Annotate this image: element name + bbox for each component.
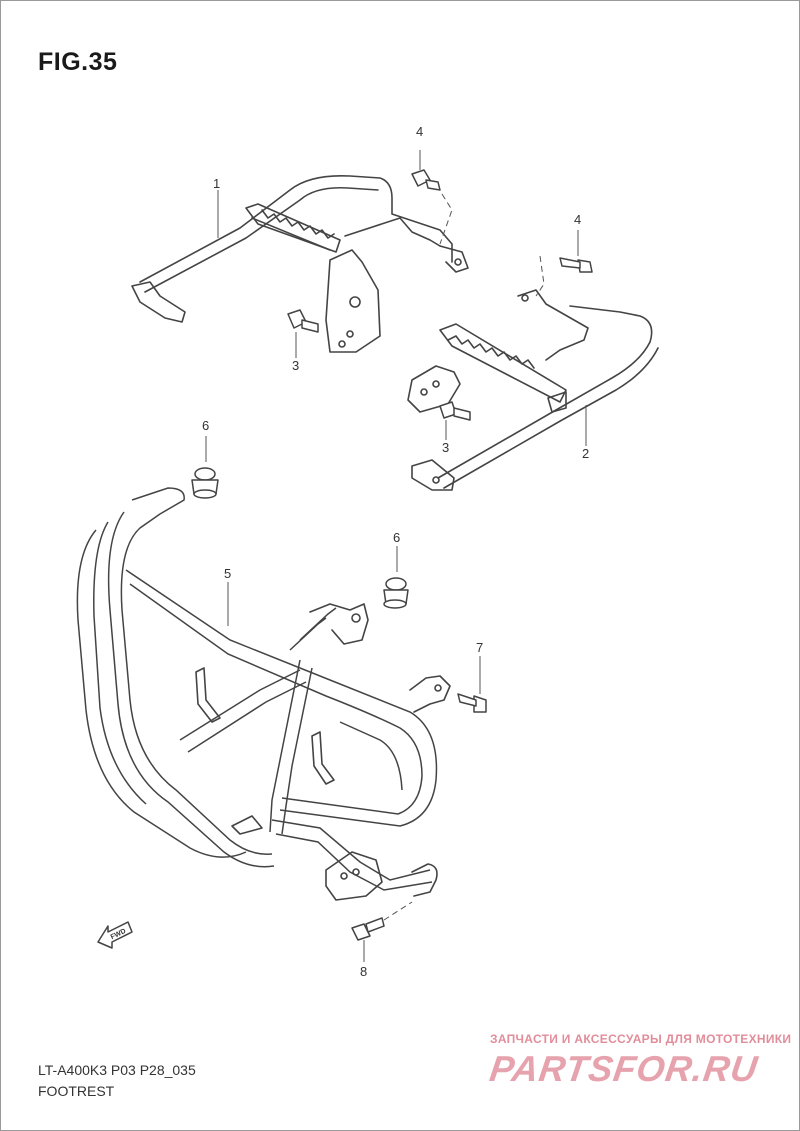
callout-3: 3 bbox=[292, 358, 300, 373]
part-1-footrest-bracket bbox=[131, 174, 469, 353]
watermark-tagline: ЗАПЧАСТИ И АКСЕССУАРЫ ДЛЯ МОТОТЕХНИКИ bbox=[490, 1032, 792, 1046]
grommet-part-6-right bbox=[383, 546, 409, 609]
callout-7: 7 bbox=[476, 640, 484, 655]
callout-4: 4 bbox=[416, 124, 424, 139]
callout-2: 2 bbox=[582, 446, 590, 461]
grommet-part-6-left bbox=[191, 436, 219, 499]
callout-3: 3 bbox=[442, 440, 450, 455]
part-2-footrest-bracket bbox=[407, 289, 659, 491]
callout-5: 5 bbox=[224, 566, 232, 581]
diagram-section-name: FOOTREST bbox=[38, 1083, 115, 1099]
bolt-part-8 bbox=[351, 901, 413, 962]
part-5-guard-frame bbox=[76, 487, 451, 901]
callout-4: 4 bbox=[574, 212, 582, 227]
bolt-part-3-left bbox=[287, 309, 319, 358]
callout-6: 6 bbox=[393, 530, 401, 545]
forward-direction-arrow: FWD bbox=[97, 921, 133, 949]
callout-8: 8 bbox=[360, 964, 368, 979]
callout-6: 6 bbox=[202, 418, 210, 433]
bolt-part-3-right bbox=[439, 401, 471, 440]
bolt-part-7 bbox=[457, 656, 487, 713]
diagram-model-code: LT-A400K3 P03 P28_035 bbox=[38, 1062, 196, 1078]
callout-1: 1 bbox=[213, 176, 221, 191]
bolt-part-4-right bbox=[535, 230, 593, 297]
figure-title: FIG.35 bbox=[38, 48, 118, 76]
bolt-part-4-upper bbox=[411, 150, 453, 245]
watermark-logo: PARTSFOR.RU bbox=[487, 1048, 761, 1089]
